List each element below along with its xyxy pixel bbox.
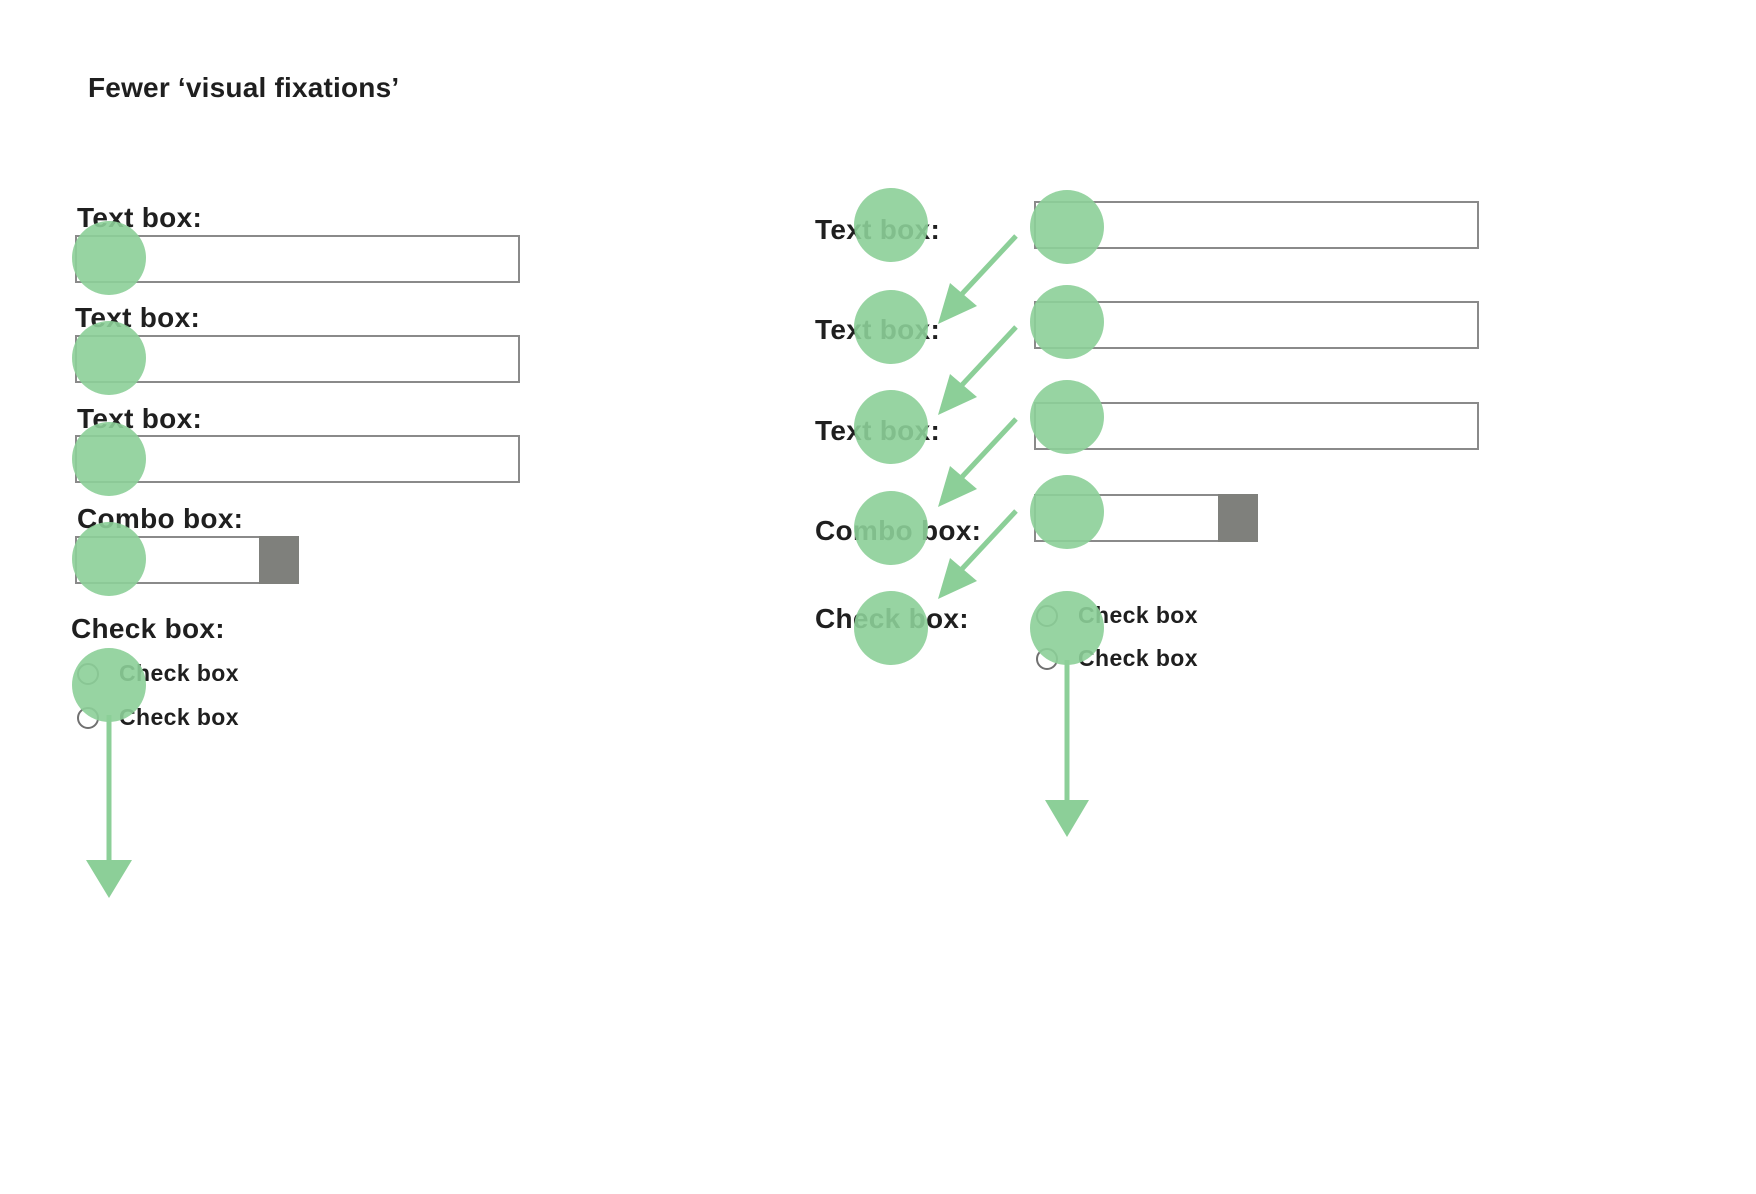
left-arrow-head — [86, 860, 132, 898]
left-text-box-3-label: Text box: — [77, 403, 203, 434]
left-text-box-3[interactable] — [75, 435, 520, 483]
left-check-option-2-label: Check box — [119, 704, 239, 730]
right-text-box-2[interactable] — [1034, 301, 1479, 349]
left-radio-1[interactable] — [77, 663, 99, 685]
left-text-box-2[interactable] — [75, 335, 520, 383]
right-text-box-2-label: Text box: — [815, 314, 941, 345]
left-text-box-2-label: Text box: — [75, 302, 201, 333]
left-scan-arrow — [86, 715, 132, 898]
right-text-box-1-label: Text box: — [815, 214, 941, 245]
left-combo-dropdown-button[interactable] — [259, 536, 299, 584]
left-combo-box-label: Combo box: — [77, 503, 244, 534]
right-combo-box-label: Combo box: — [815, 515, 982, 546]
left-text-box-1[interactable] — [75, 235, 520, 283]
right-diagonal-arrow-2 — [938, 325, 1018, 415]
right-radio-1[interactable] — [1036, 605, 1058, 627]
right-down-arrow — [1045, 660, 1089, 837]
right-check-box-label: Check box: — [815, 603, 969, 634]
left-check-option-1-label: Check box — [119, 660, 239, 686]
right-diagonal-arrow-1 — [938, 234, 1018, 324]
right-text-box-1[interactable] — [1034, 201, 1479, 249]
right-text-box-3-label: Text box: — [815, 415, 941, 446]
right-check-option-2-label: Check box — [1078, 645, 1198, 671]
left-radio-2[interactable] — [77, 707, 99, 729]
left-check-box-label: Check box: — [71, 613, 225, 644]
right-diagonal-arrow-3 — [938, 417, 1018, 507]
right-combo-dropdown-button[interactable] — [1218, 494, 1258, 542]
left-text-box-1-label: Text box: — [77, 202, 203, 233]
right-check-option-1-label: Check box — [1078, 602, 1198, 628]
page-title: Fewer ‘visual fixations’ — [88, 72, 400, 103]
right-text-box-3[interactable] — [1034, 402, 1479, 450]
right-radio-2[interactable] — [1036, 648, 1058, 670]
